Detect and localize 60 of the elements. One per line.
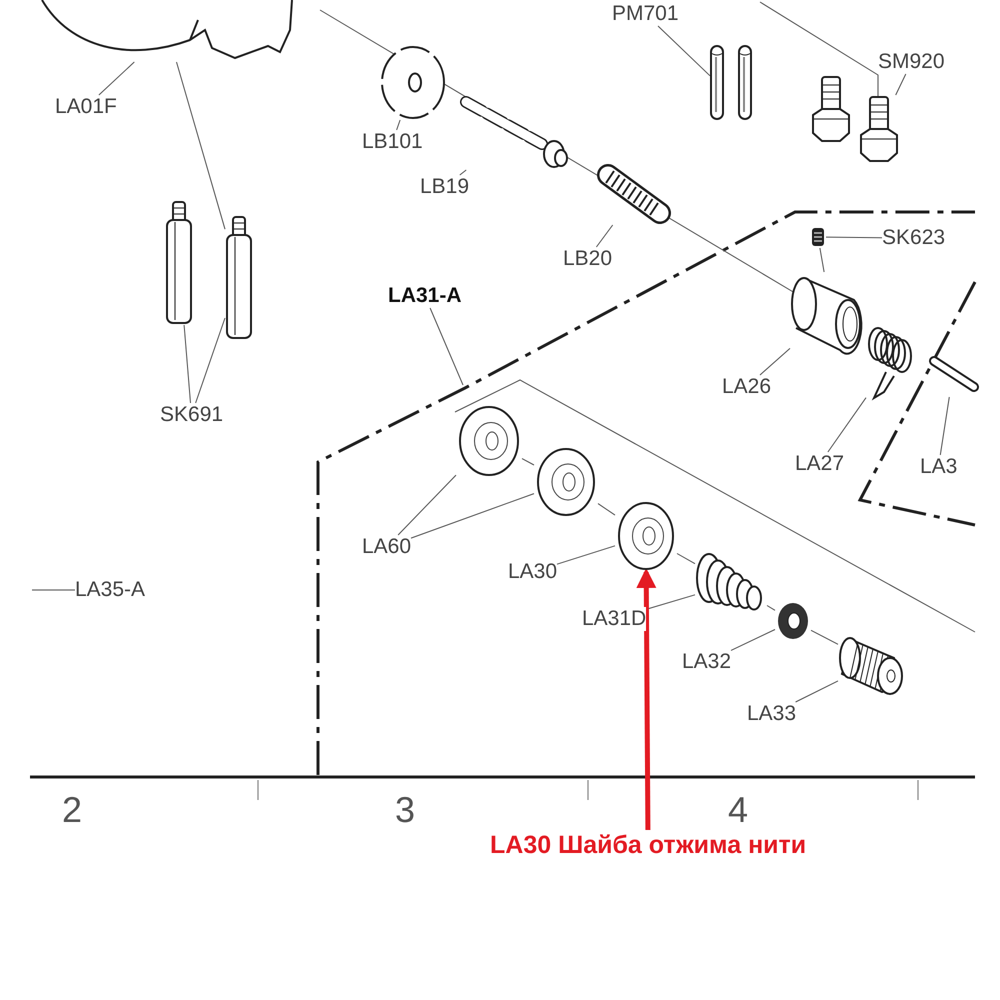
leader-line [596, 224, 614, 248]
leader-line [98, 62, 135, 96]
arrow [636, 568, 656, 830]
part-number: PM701 [612, 2, 679, 26]
center-line [766, 605, 776, 611]
part-number: LA30 [508, 560, 558, 584]
part-number: LA01F [55, 95, 117, 119]
standoff-drawing [165, 200, 193, 325]
housing-drawing [40, 0, 295, 62]
leader-line [730, 629, 776, 651]
part-number: LA60 [362, 535, 412, 559]
center-line [598, 503, 616, 516]
leader-line [184, 324, 191, 404]
center-line [522, 458, 534, 466]
part-number: LA33 [747, 702, 796, 726]
part-number: LA3 [920, 455, 958, 479]
grid-number: 3 [395, 790, 416, 830]
part-number: SK691 [160, 403, 224, 427]
leader-line [398, 474, 456, 536]
washer-drawing [775, 600, 811, 642]
washer-drawing [456, 404, 522, 478]
part-number: LB19 [420, 175, 470, 199]
leader-line [410, 493, 534, 539]
center-line [810, 630, 838, 645]
part-number: LA32 [682, 650, 732, 674]
leader-line [658, 26, 710, 76]
disc-drawing [378, 45, 448, 120]
part-number: LA26 [722, 375, 772, 399]
part-number: LB20 [563, 247, 612, 271]
part-number: SM920 [878, 50, 945, 74]
grid-number: 2 [62, 790, 82, 830]
assembly-number: LA31-A [388, 284, 462, 308]
leader-line [940, 396, 950, 456]
leader-line [430, 308, 464, 386]
screw-drawing [858, 95, 900, 165]
callout-text: LA30 Шайба отжима нити [490, 830, 806, 860]
leader-line [826, 236, 882, 238]
leader-line [895, 74, 906, 96]
leader-line [795, 680, 838, 702]
part-number: LA31D [582, 607, 646, 631]
standoff-drawing [225, 215, 253, 340]
washer-drawing [615, 500, 677, 572]
leader-line [459, 170, 467, 176]
leader-line [556, 545, 616, 565]
part-number: LB101 [362, 130, 423, 154]
leader-line [195, 318, 226, 404]
set-screw-drawing [810, 226, 826, 248]
center-line [819, 248, 825, 272]
leader-line [760, 348, 790, 376]
leader-line [827, 397, 866, 452]
part-number: LA27 [795, 452, 844, 476]
washer-drawing [534, 446, 598, 518]
spring-drawing [600, 165, 670, 225]
part-number: SK623 [882, 226, 946, 250]
grid-number: 4 [728, 790, 748, 830]
center-line [176, 62, 226, 230]
center-line [676, 553, 696, 564]
leader-line [396, 120, 401, 130]
pin-drawing [710, 45, 724, 120]
part-number: LA35-A [75, 578, 146, 602]
